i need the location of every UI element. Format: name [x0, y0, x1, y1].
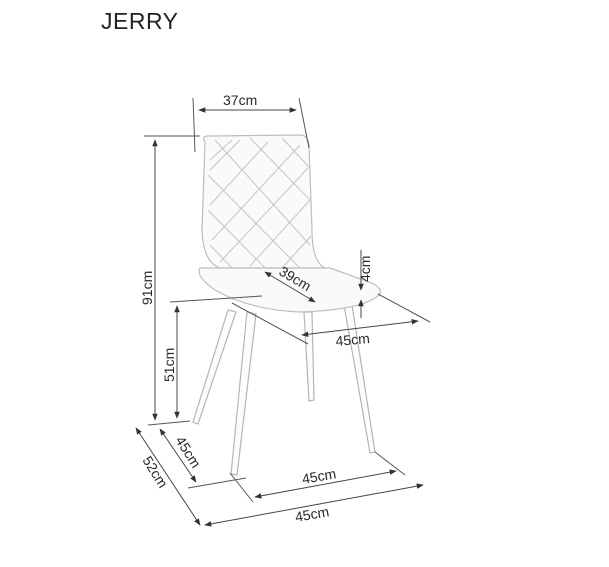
leg-front-left — [192, 309, 237, 425]
dim-leg-width: 45cm — [229, 451, 406, 503]
dim-seat-height: 51cm — [147, 295, 263, 426]
backrest — [201, 134, 326, 269]
label-overall-width: 45cm — [294, 503, 330, 525]
leg-back-right-inner — [303, 311, 315, 402]
label-leg-width: 45cm — [301, 465, 337, 487]
dim-backrest-width: 37cm — [192, 92, 310, 153]
product-title: JERRY — [101, 8, 179, 34]
label-total-height: 91cm — [139, 271, 155, 305]
label-backrest-width: 37cm — [223, 92, 257, 108]
dim-overall-width: 45cm — [204, 483, 424, 527]
label-seat-thickness: 4cm — [357, 256, 373, 282]
label-leg-depth: 45cm — [172, 433, 204, 471]
dim-seat-width: 45cm — [231, 293, 431, 349]
chair-body — [198, 134, 382, 313]
label-seat-height: 51cm — [161, 348, 177, 382]
dim-seat-thickness: 4cm — [357, 250, 373, 318]
chair-legs — [192, 304, 376, 476]
dim-total-height: 91cm — [139, 135, 200, 421]
leg-front-middle — [230, 311, 257, 476]
label-seat-width: 45cm — [335, 330, 370, 349]
label-overall-depth: 52cm — [139, 453, 171, 491]
